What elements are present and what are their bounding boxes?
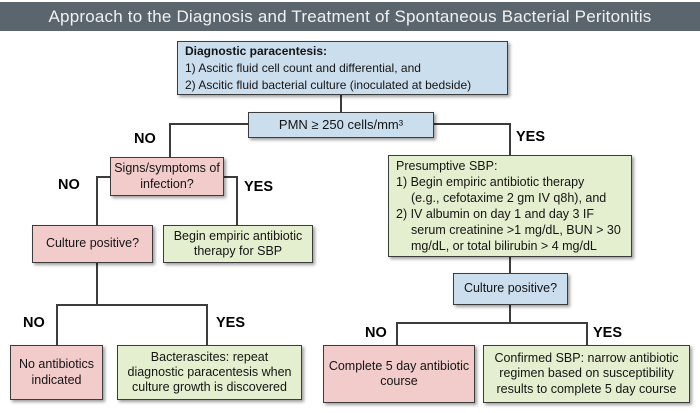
connector-pmn-left-v (169, 123, 171, 158)
diagnostic-paracentesis-box: Diagnostic paracentesis: 1) Ascitic flui… (177, 41, 508, 95)
branch-label-yes-cultureright: YES (593, 325, 623, 341)
presumptive-line-4: serum creatinine >1 mg/dL, BUN > 30 (411, 223, 621, 237)
pmn-label: PMN ≥ 250 cells/mm³ (278, 117, 404, 133)
branch-label-no-signs: NO (58, 177, 80, 193)
connector-signs-no-h (96, 176, 112, 178)
connector-bottomright-yes-v (586, 322, 588, 346)
branch-label-no-pmn: NO (134, 131, 156, 147)
diagnostic-heading: Diagnostic paracentesis: (185, 43, 328, 58)
connector-signs-yes-v (236, 176, 238, 226)
culture-positive-left-box: Culture positive? (32, 225, 153, 263)
branch-label-no-cultureleft: NO (23, 315, 45, 331)
connector-signs-yes-h (223, 176, 238, 178)
signs-symptoms-box: Signs/symptoms of infection? (110, 157, 224, 196)
presumptive-line-2: (e.g., cefotaxime 2 gm IV q8h), and (411, 191, 607, 205)
no-antibiotics-box: No antibiotics indicated (10, 345, 103, 400)
culture-left-label: Culture positive? (45, 236, 140, 251)
bacterascites-label: Bacterascites: repeat diagnostic paracen… (127, 349, 292, 395)
signs-label: Signs/symptoms of infection? (114, 161, 220, 191)
presumptive-sbp-box: Presumptive SBP: 1) Begin empiric antibi… (388, 155, 632, 257)
presumptive-line-1: 1) Begin empiric antibiotic therapy (396, 175, 585, 189)
presumptive-line-3: 2) IV albumin on day 1 and day 3 IF (396, 207, 595, 221)
title-bar: Approach to the Diagnosis and Treatment … (0, 2, 700, 31)
no-antibiotics-label: No antibiotics indicated (18, 357, 95, 387)
branch-label-yes-pmn: YES (516, 129, 546, 145)
confirmed-sbp-label: Confirmed SBP: narrow antibiotic regimen… (494, 351, 679, 396)
connector-cultureright-down (509, 304, 511, 324)
connector-bottomright-h (396, 322, 588, 324)
connector-top-to-pmn (340, 95, 342, 113)
bacterascites-box: Bacterascites: repeat diagnostic paracen… (117, 345, 302, 400)
connector-pmn-right-v (509, 123, 511, 156)
presumptive-heading: Presumptive SBP: (396, 159, 498, 173)
pmn-criteria-box: PMN ≥ 250 cells/mm³ (248, 112, 434, 138)
connector-pmn-left-h (169, 123, 250, 125)
connector-pmn-right-h (432, 123, 511, 125)
culture-right-label: Culture positive? (463, 281, 558, 296)
connector-bottomleft-h (56, 304, 208, 306)
page-title: Approach to the Diagnosis and Treatment … (48, 6, 652, 26)
connector-cultureleft-down (96, 262, 98, 306)
connector-presumptive-down (509, 256, 511, 274)
presumptive-line-5: mg/dL, or total bilirubin > 4 mg/dL (411, 239, 597, 253)
branch-label-no-cultureright: NO (365, 325, 387, 341)
connector-bottomright-no-v (396, 322, 398, 346)
connector-signs-no-v (96, 176, 98, 226)
confirmed-sbp-box: Confirmed SBP: narrow antibiotic regimen… (483, 345, 690, 403)
complete-course-label: Complete 5 day antibiotic course (328, 358, 470, 388)
connector-bottomleft-yes-v (206, 304, 208, 346)
diagnostic-line-1: 1) Ascitic fluid cell count and differen… (185, 60, 421, 75)
begin-empiric-therapy-box: Begin empiric antibiotic therapy for SBP (163, 225, 313, 263)
begin-empiric-label: Begin empiric antibiotic therapy for SBP (173, 228, 303, 258)
branch-label-yes-cultureleft: YES (216, 315, 246, 331)
connector-bottomleft-no-v (56, 304, 58, 346)
branch-label-yes-signs: YES (244, 179, 274, 195)
complete-course-box: Complete 5 day antibiotic course (323, 345, 475, 403)
diagnostic-line-2: 2) Ascitic fluid bacterial culture (inoc… (185, 77, 472, 92)
culture-positive-right-box: Culture positive? (453, 273, 568, 305)
